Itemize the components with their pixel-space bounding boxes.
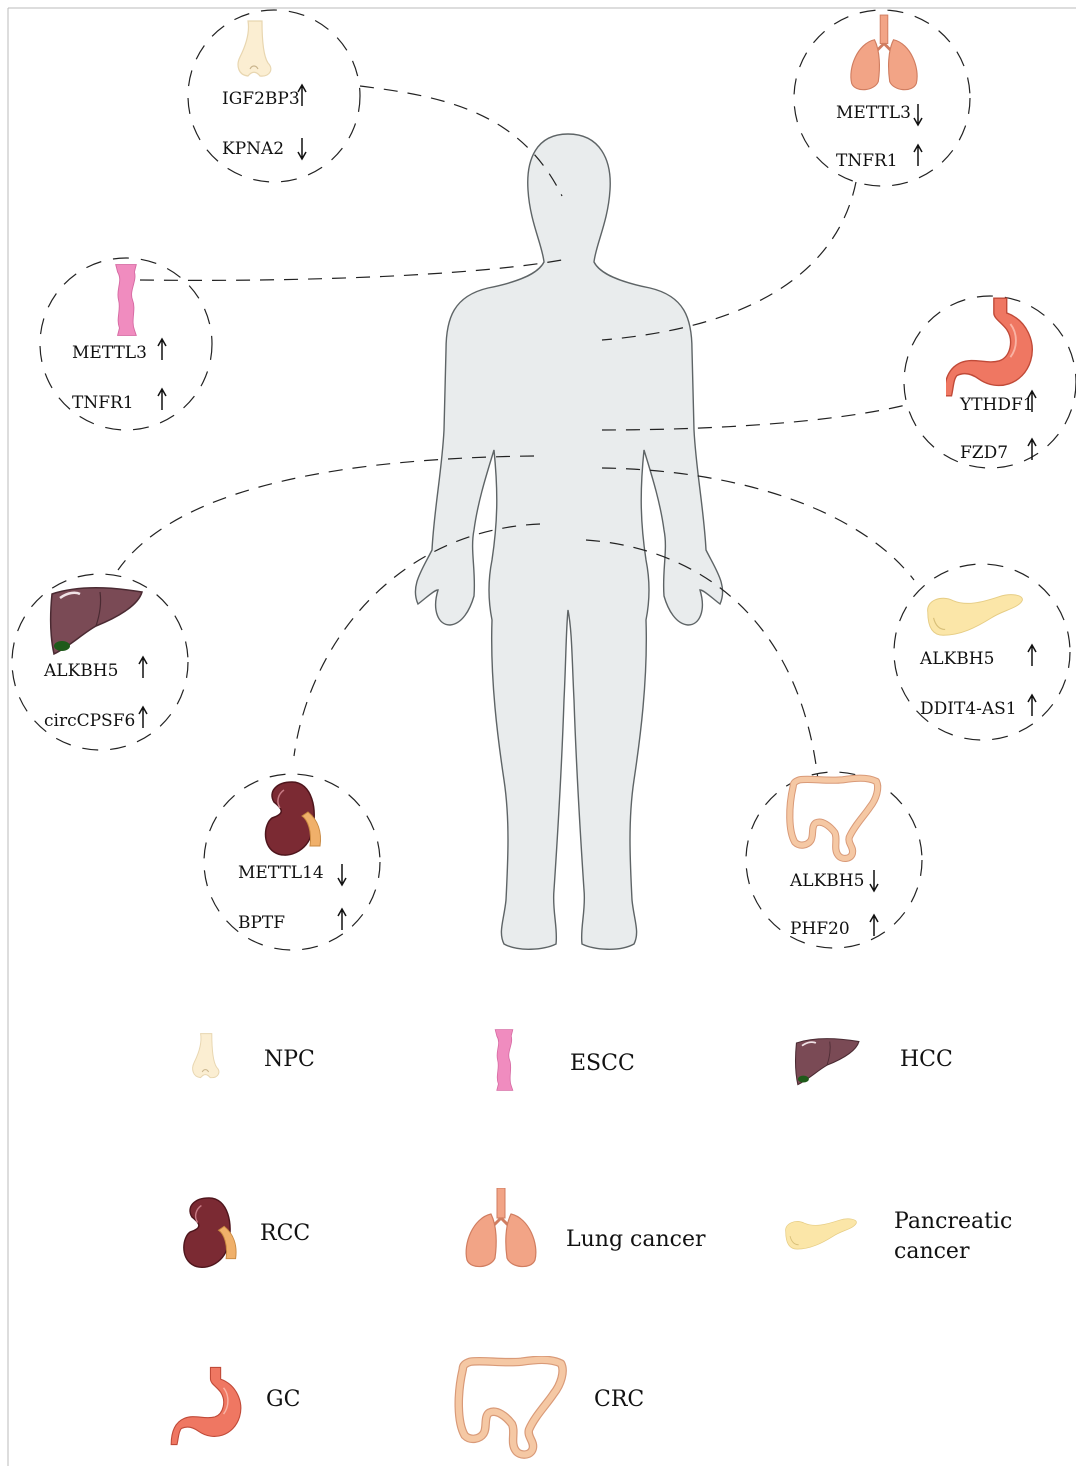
- stomach-icon: [944, 298, 1032, 396]
- legend-item-pancreatic: Pancreatic cancer: [786, 1209, 1013, 1264]
- down-arrow-icon: [338, 864, 346, 885]
- esophagus-icon: [116, 265, 137, 336]
- crc-group: ALKBH5 PHF20: [746, 772, 922, 948]
- legend-item-lung: Lung cancer: [466, 1188, 706, 1267]
- legend-label-pancreatic-2: cancer: [894, 1239, 970, 1264]
- nose-icon: [238, 21, 271, 76]
- nose-icon: [193, 1034, 219, 1078]
- up-arrow-icon: [158, 339, 166, 360]
- lung-gene-2: TNFR1: [836, 151, 898, 171]
- legend-label-rcc: RCC: [260, 1221, 310, 1246]
- up-arrow-icon: [914, 145, 922, 166]
- hcc-gene-2: circCPSF6: [44, 711, 135, 731]
- legend-label-crc: CRC: [594, 1387, 644, 1412]
- up-arrow-icon: [1028, 645, 1036, 666]
- rcc-gene-1: METTL14: [238, 863, 324, 883]
- up-arrow-icon: [870, 915, 878, 936]
- legend-item-npc: NPC: [193, 1034, 315, 1078]
- lung-group: METTL3 TNFR1: [794, 10, 970, 186]
- legend-item-escc: ESCC: [495, 1030, 635, 1091]
- up-arrow-icon: [1028, 439, 1036, 460]
- pancreas-icon: [786, 1219, 857, 1249]
- rcc-group: METTL14 BPTF: [204, 774, 380, 950]
- colon-icon: [790, 778, 878, 858]
- legend-item-gc: GC: [171, 1367, 300, 1444]
- gc-gene-1: YTHDF1: [959, 395, 1034, 415]
- pancreatic-gene-1: ALKBH5: [919, 649, 994, 669]
- legend-item-hcc: HCC: [796, 1039, 953, 1085]
- npc-gene-1: IGF2BP3: [222, 89, 300, 109]
- down-arrow-icon: [870, 870, 878, 891]
- kidney-icon: [266, 782, 321, 855]
- pancreatic-group: ALKBH5 DDIT4-AS1: [894, 564, 1070, 740]
- legend-label-escc: ESCC: [570, 1051, 635, 1076]
- legend-item-crc: CRC: [459, 1360, 644, 1455]
- pancreas-icon: [928, 595, 1023, 636]
- up-arrow-icon: [338, 909, 346, 930]
- legend-label-pancreatic-1: Pancreatic: [894, 1209, 1012, 1234]
- npc-gene-2: KPNA2: [222, 139, 284, 159]
- liver-icon: [51, 588, 142, 654]
- human-body-silhouette: [415, 134, 722, 949]
- hcc-group: ALKBH5 circCPSF6: [12, 574, 188, 750]
- legend: NPC ESCC HCC RCC Lung cancer Pancreatic …: [171, 1030, 1012, 1455]
- up-arrow-icon: [1028, 695, 1036, 716]
- connector-panc: [602, 468, 914, 580]
- crc-gene-2: PHF20: [790, 919, 850, 939]
- gc-gene-2: FZD7: [960, 443, 1008, 463]
- escc-group: METTL3 TNFR1: [40, 258, 212, 430]
- colon-icon: [459, 1360, 563, 1455]
- escc-gene-2: TNFR1: [72, 393, 134, 413]
- rcc-gene-2: BPTF: [238, 913, 285, 933]
- npc-group: IGF2BP3 KPNA2: [188, 10, 360, 182]
- down-arrow-icon: [914, 104, 922, 125]
- gc-group: YTHDF1 FZD7: [904, 296, 1076, 468]
- liver-icon: [796, 1039, 859, 1085]
- crc-gene-1: ALKBH5: [789, 871, 864, 891]
- esophagus-icon: [495, 1030, 513, 1091]
- up-arrow-icon: [139, 657, 147, 678]
- legend-label-lung: Lung cancer: [566, 1227, 706, 1252]
- down-arrow-icon: [298, 138, 306, 159]
- legend-label-hcc: HCC: [900, 1047, 953, 1072]
- up-arrow-icon: [158, 389, 166, 410]
- legend-label-gc: GC: [266, 1387, 300, 1412]
- lung-icon: [466, 1188, 536, 1267]
- pancreatic-gene-2: DDIT4-AS1: [920, 699, 1017, 719]
- legend-label-npc: NPC: [264, 1047, 315, 1072]
- stomach-icon: [171, 1367, 241, 1444]
- lung-gene-1: METTL3: [836, 103, 911, 123]
- hcc-gene-1: ALKBH5: [43, 661, 118, 681]
- up-arrow-icon: [139, 707, 147, 728]
- connector-escc: [140, 260, 562, 280]
- escc-gene-1: METTL3: [72, 343, 147, 363]
- lung-icon: [851, 15, 917, 90]
- legend-item-rcc: RCC: [184, 1198, 310, 1267]
- kidney-icon: [184, 1198, 236, 1267]
